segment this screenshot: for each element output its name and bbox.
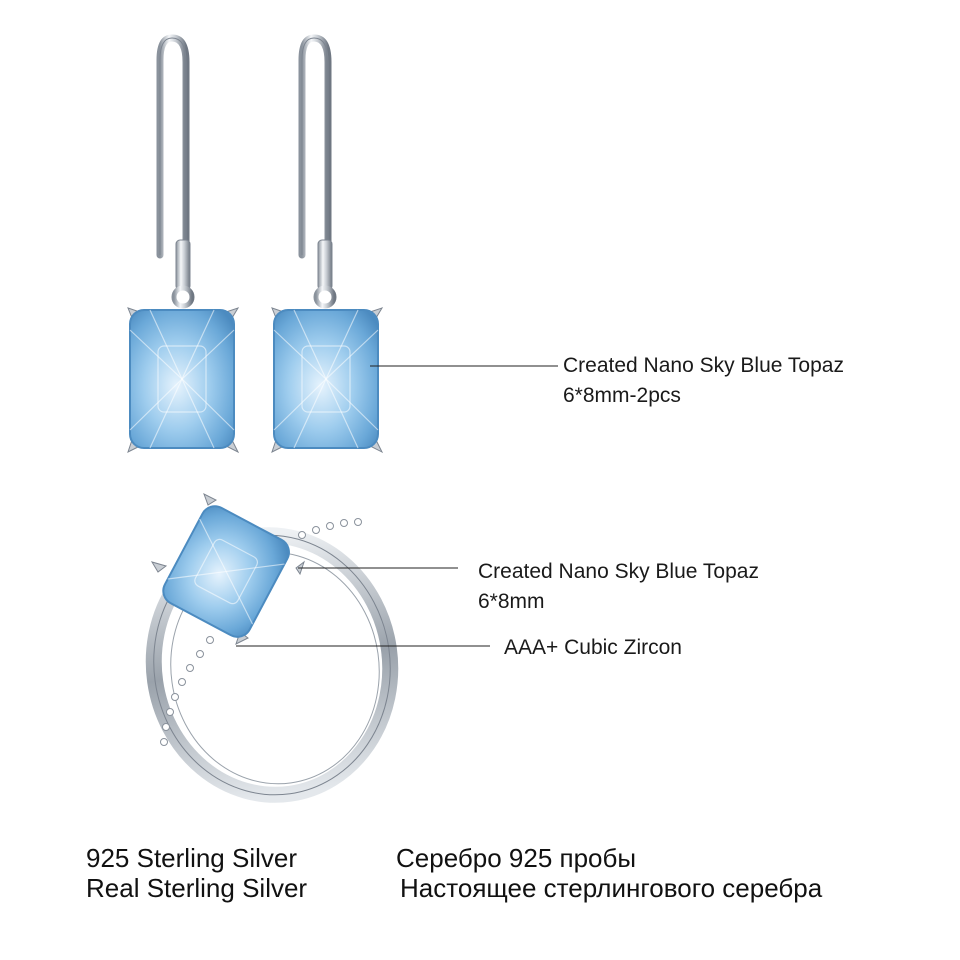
- ring-zircon-callout: AAA+ Cubic Zircon: [504, 633, 682, 663]
- caption-ru-line2: Настоящее стерлингового серебра: [400, 873, 823, 903]
- zircon-pave: [160, 518, 362, 746]
- ring-stone-callout: Created Nano Sky Blue Topaz 6*8mm: [478, 557, 759, 617]
- left-earring: [127, 34, 240, 454]
- caption-en-line2: Real Sterling Silver: [86, 873, 308, 903]
- right-earring: [271, 34, 384, 454]
- ring-stone-callout-line2: 6*8mm: [478, 590, 545, 613]
- ring-zircon-callout-text: AAA+ Cubic Zircon: [504, 636, 682, 659]
- caption-ru-line1: Серебро 925 пробы: [396, 843, 637, 873]
- right-earring-hook: [298, 34, 332, 259]
- left-earring-hook: [156, 34, 190, 259]
- earring-callout-line2: 6*8mm-2pcs: [563, 384, 681, 407]
- ring: [145, 492, 399, 803]
- earring-callout-line1: Created Nano Sky Blue Topaz: [563, 354, 844, 377]
- earring-callout: Created Nano Sky Blue Topaz 6*8mm-2pcs: [563, 351, 844, 411]
- caption-en-line1: 925 Sterling Silver: [86, 843, 297, 873]
- ring-stone-callout-line1: Created Nano Sky Blue Topaz: [478, 560, 759, 583]
